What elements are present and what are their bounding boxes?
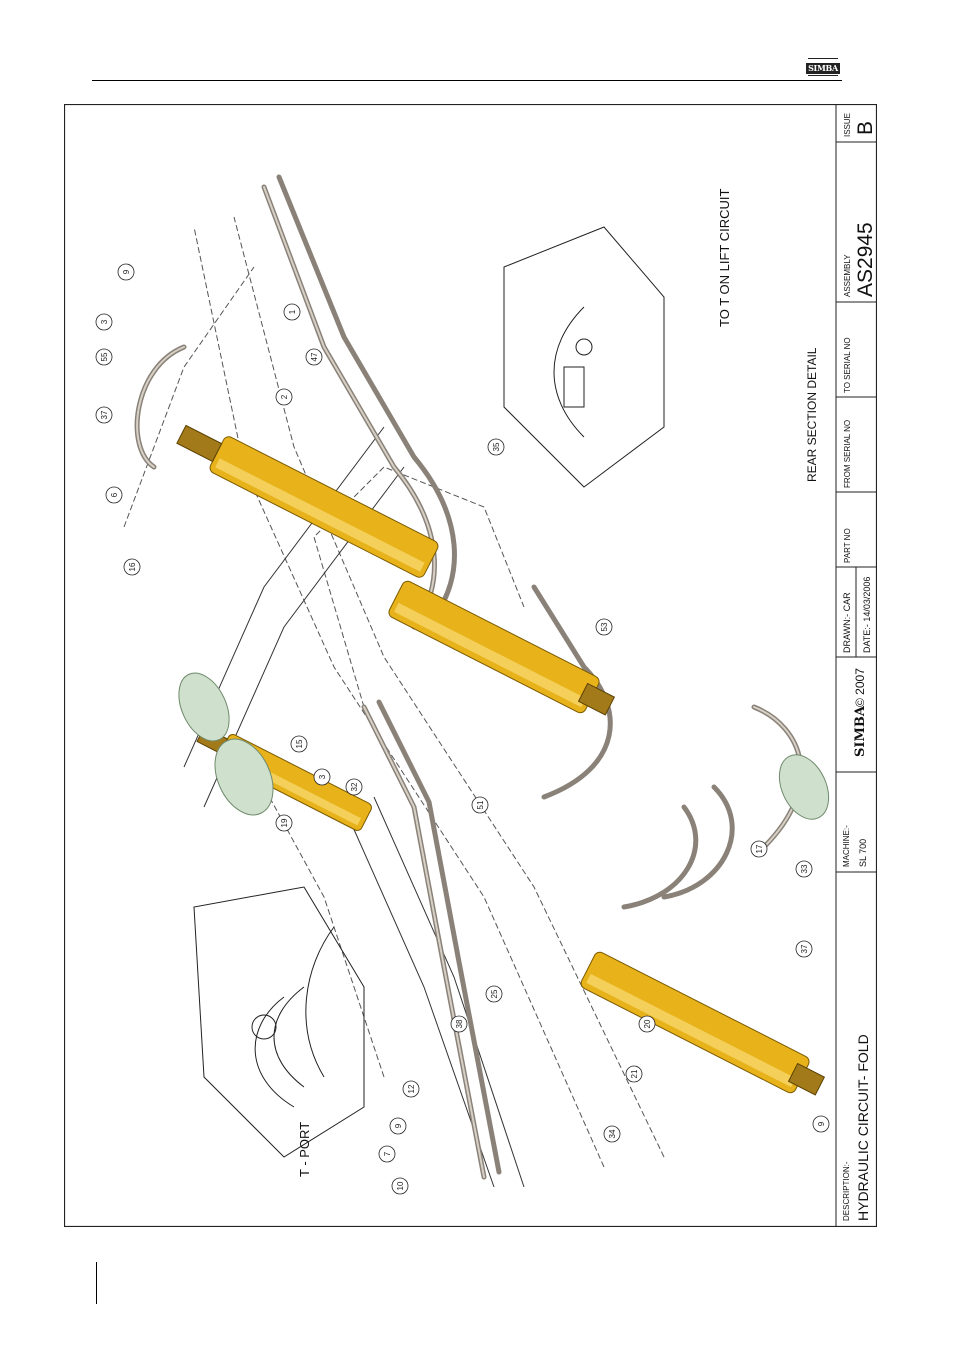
diagram-label: 10	[396, 1181, 405, 1190]
diagram-label: SL 700	[858, 839, 868, 867]
diagram-label: 17	[755, 844, 764, 853]
diagram-label: 9	[394, 1123, 403, 1128]
diagram-label: 37	[100, 410, 109, 419]
hydraulic-diagram: 9 3 55 37 6 16 1 2 47 35 15 3 32 19 53 5…	[64, 104, 877, 1227]
diagram-label: 35	[492, 442, 501, 451]
issue-letter: B	[854, 121, 877, 135]
diagram-label: TO SERIAL NO	[843, 337, 852, 393]
diagram-label: 9	[122, 269, 131, 274]
diagram-label: 55	[100, 352, 109, 361]
diagram-label: 19	[280, 818, 289, 827]
diagram-label: 3	[318, 774, 327, 779]
diagram-label: 51	[476, 800, 485, 809]
simba-title-logo: SIMBA	[853, 705, 868, 757]
diagram-label: 9	[817, 1121, 826, 1126]
simba-logo: SIMBA	[806, 58, 840, 78]
diagram-label: FROM SERIAL NO	[843, 420, 852, 488]
diagram-label: 20	[643, 1019, 652, 1028]
assembly-number: AS2945	[854, 222, 877, 297]
diagram-label: 15	[295, 739, 304, 748]
diagram-label: 7	[383, 1151, 392, 1156]
diagram-label: DATE:- 14/03/2006	[862, 577, 872, 653]
diagram-label: © 2007	[853, 668, 867, 707]
diagram-label: PART NO	[843, 528, 852, 563]
drawing-sheet: 9 3 55 37 6 16 1 2 47 35 15 3 32 19 53 5…	[64, 104, 877, 1227]
diagram-label: DESCRIPTION:-	[842, 1161, 851, 1221]
diagram-label: 16	[128, 562, 137, 571]
diagram-label: 53	[600, 622, 609, 631]
diagram-label: 6	[110, 492, 119, 497]
diagram-label: 34	[608, 1129, 617, 1138]
diagram-label: 38	[455, 1019, 464, 1028]
diagram-label: 25	[490, 989, 499, 998]
rear-section-label: REAR SECTION DETAIL	[805, 347, 819, 482]
diagram-label: 32	[350, 782, 359, 791]
diagram-label: 12	[407, 1084, 416, 1093]
diagram-label: 21	[630, 1069, 639, 1078]
diagram-label: 1	[288, 309, 297, 314]
diagram-label: ISSUE	[843, 113, 852, 137]
t-port-label: T - PORT	[297, 1122, 312, 1177]
to-t-label: TO T ON LIFT CIRCUIT	[717, 188, 732, 327]
diagram-label: 33	[800, 864, 809, 873]
diagram-label: DRAWN:- CAR	[842, 592, 852, 653]
diagram-label: 2	[280, 394, 289, 399]
header-rule	[92, 80, 842, 81]
diagram-label: MACHINE:-	[842, 825, 851, 867]
diagram-label: 3	[100, 319, 109, 324]
description: HYDRAULIC CIRCUIT- FOLD	[855, 1034, 871, 1221]
diagram-label: 37	[800, 944, 809, 953]
footer-rule	[96, 1262, 97, 1304]
diagram-label: ASSEMBLY	[843, 254, 852, 297]
diagram-label: 47	[310, 352, 319, 361]
